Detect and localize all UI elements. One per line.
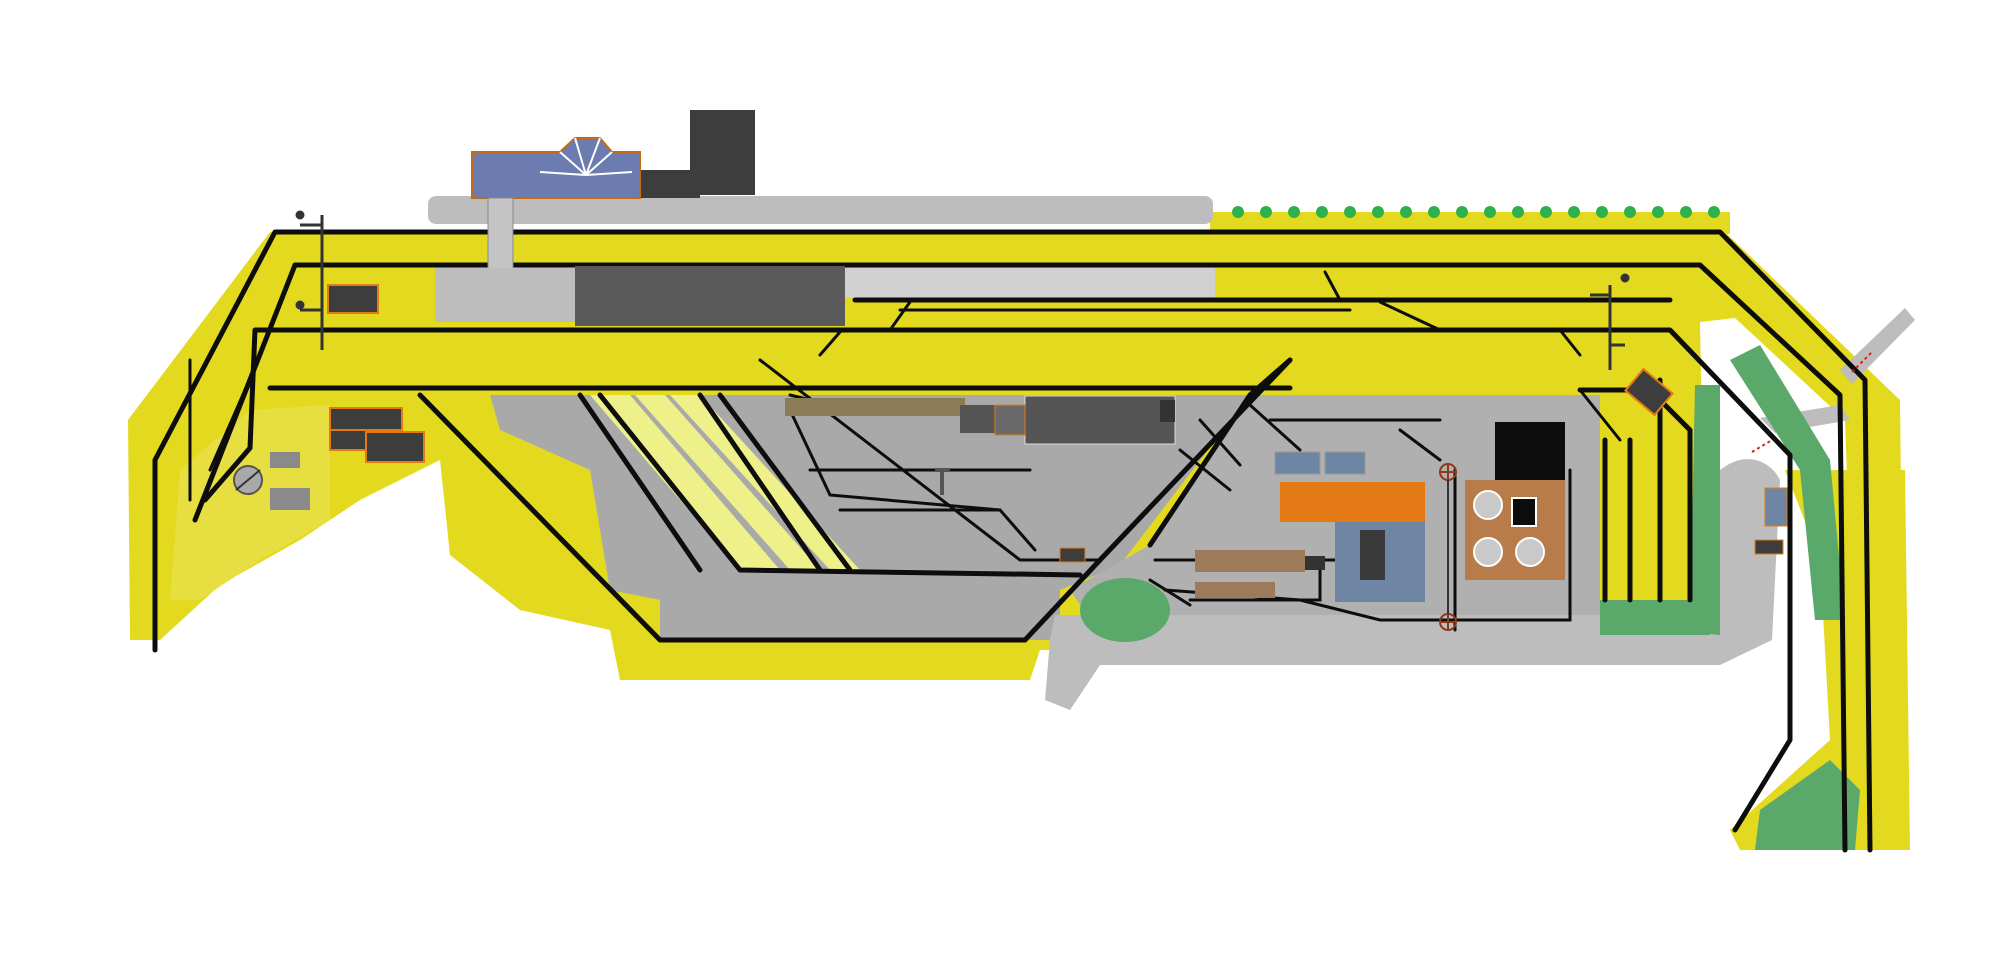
industry-dark-end [1305, 556, 1325, 570]
grass-bottom-right [1755, 760, 1860, 850]
tree-icon [1708, 206, 1720, 218]
goods-shed-base [785, 398, 965, 416]
buildings [270, 110, 1788, 602]
tank-1 [1473, 490, 1503, 520]
signal-icon [1590, 273, 1630, 370]
tank-3 [1515, 537, 1545, 567]
tree-icon [1428, 206, 1440, 218]
platform-shed [575, 266, 845, 326]
green-areas [1080, 345, 1860, 850]
right-spur-7 [1248, 403, 1302, 452]
left-branch [208, 388, 247, 472]
right-small-blue [1764, 487, 1788, 527]
tree-icon [1568, 206, 1580, 218]
goods-shed-roof [994, 404, 1026, 436]
right-spur-4 [1198, 418, 1242, 467]
right-spur-5 [1148, 578, 1192, 607]
road-diagonal-top-right [1840, 308, 1915, 384]
tree-icon [1372, 206, 1384, 218]
crossing-icon [1439, 613, 1457, 631]
right-spur-3 [1178, 448, 1232, 492]
industry-dark-strip [1360, 530, 1385, 580]
station-roof-lines [539, 137, 633, 177]
right-spur-6 [1188, 558, 1322, 602]
siding-upper-5 [818, 330, 842, 357]
yard-track-3 [697, 392, 823, 573]
road-bottom [1045, 615, 1720, 710]
crossing-icon [1439, 463, 1457, 481]
left-shed-1 [329, 407, 403, 431]
right-vertical-4 [1577, 387, 1693, 603]
tree-icon [1512, 206, 1524, 218]
left-small-1 [270, 452, 300, 468]
station-roof [471, 137, 641, 199]
tree-icon [1652, 206, 1664, 218]
industry-wood [1195, 550, 1305, 572]
yard-track-1 [577, 392, 703, 573]
main-line-3 [202, 327, 1793, 833]
industry-top-2 [1324, 451, 1366, 475]
tree-icon [1400, 206, 1412, 218]
signal-icon [295, 210, 324, 350]
station-annex [640, 170, 700, 198]
grass-right [1690, 385, 1720, 635]
grass-patch [1080, 578, 1170, 642]
right-crossover [1578, 388, 1622, 442]
grass-under-road [1600, 600, 1710, 635]
industry-wood-2 [1195, 582, 1275, 598]
crossing-icon [1851, 351, 1873, 373]
yard-diagonal-left [417, 357, 1293, 643]
tracks [152, 229, 1873, 853]
yard-wagon [1059, 547, 1086, 563]
crossing-icon [1751, 439, 1773, 453]
siding-upper-6 [1558, 328, 1582, 357]
tank-black [1511, 497, 1537, 527]
right-signal-box [1624, 367, 1674, 417]
goods-shed-side [1160, 400, 1175, 422]
loading-strip-3 [670, 395, 860, 570]
tank-2 [1473, 537, 1503, 567]
road-top [428, 196, 1213, 224]
tree-icon [1316, 206, 1328, 218]
yard-track-8 [788, 408, 1002, 512]
industry-top-1 [1274, 451, 1321, 475]
right-spur-10 [1298, 468, 1572, 622]
tree-icon [1596, 206, 1608, 218]
tree-icon [1484, 206, 1496, 218]
siding-upper-4 [888, 300, 912, 332]
loading-strip-2 [635, 395, 820, 570]
tree-icon [1232, 206, 1244, 218]
yard-track-4 [717, 392, 853, 573]
tree-icon [1344, 206, 1356, 218]
siding-upper-3 [1378, 300, 1442, 332]
signal-box-top [327, 284, 379, 314]
left-small-2 [270, 488, 310, 510]
main-line-2 [192, 262, 1848, 853]
platform-building [435, 268, 575, 322]
tree-icon [1260, 206, 1272, 218]
right-small-dark [1754, 539, 1784, 555]
main-line-outer [152, 229, 1873, 853]
tree-row [1232, 206, 1720, 218]
tower-black [1495, 422, 1565, 482]
tree-icon [1288, 206, 1300, 218]
tree-icon [1456, 206, 1468, 218]
tree-icon [1540, 206, 1552, 218]
icons [233, 206, 1873, 631]
turntable-bridge [235, 469, 261, 491]
tree-icon [1680, 206, 1692, 218]
buffer-stop-icon [935, 468, 950, 495]
left-shed-3 [365, 431, 425, 463]
station-tower [690, 110, 755, 195]
grass-strip [1730, 345, 1845, 620]
siding-upper-2 [1323, 270, 1342, 302]
goods-shed-main [1024, 395, 1176, 445]
yard-diagonal-right [1147, 357, 1293, 548]
industry-orange [1280, 482, 1425, 522]
yard-track-2 [597, 392, 1083, 578]
tree-icon [1624, 206, 1636, 218]
right-spur-9 [1398, 428, 1442, 462]
